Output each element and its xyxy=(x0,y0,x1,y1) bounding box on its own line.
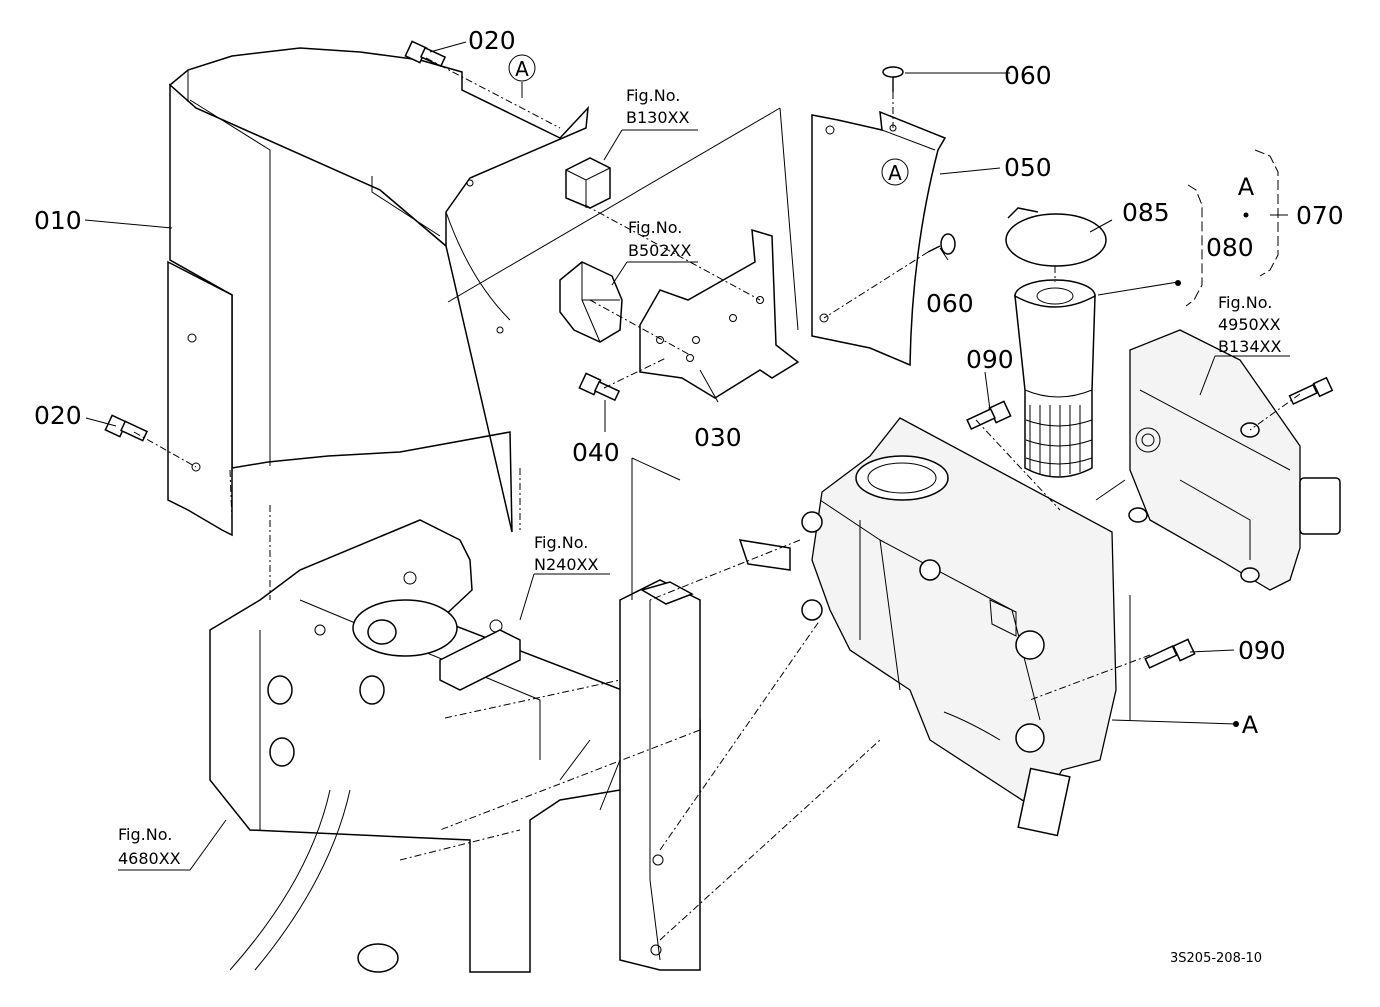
svg-text:A: A xyxy=(515,57,529,81)
drawing-code: 3S205-208-10 xyxy=(1170,951,1262,966)
panel-010-shape xyxy=(167,47,589,537)
label-part-020-left: 020 xyxy=(34,401,82,430)
label-part-050: 050 xyxy=(1004,153,1052,182)
screw-060-top xyxy=(882,66,904,92)
marker-a-circle-2: A xyxy=(881,158,909,186)
plate-n240-shape xyxy=(619,539,791,971)
svg-text:B502XX: B502XX xyxy=(628,241,691,260)
frame-4680-shape xyxy=(209,519,701,973)
svg-text:Fig.No.: Fig.No. xyxy=(626,86,680,105)
label-part-060-top: 060 xyxy=(1004,61,1052,90)
svg-text:4950XX: 4950XX xyxy=(1218,315,1281,334)
ref-n240: Fig.No. N240XX xyxy=(534,533,598,574)
ref-b130: Fig.No. B130XX xyxy=(626,86,689,127)
svg-text:Fig.No.: Fig.No. xyxy=(1218,293,1272,312)
svg-text:4680XX: 4680XX xyxy=(118,849,181,868)
label-part-090-bottom: 090 xyxy=(1238,636,1286,665)
bracket-030-shape xyxy=(639,228,800,399)
leader-lines xyxy=(84,41,1290,871)
bolt-4950 xyxy=(1288,376,1334,406)
label-part-030: 030 xyxy=(694,423,742,452)
bolt-020-left xyxy=(104,414,148,442)
svg-text:A: A xyxy=(888,161,902,185)
switch-b502-shape xyxy=(559,261,623,343)
label-part-020-top: 020 xyxy=(468,26,516,55)
label-part-040: 040 xyxy=(572,438,620,467)
screw-060-side xyxy=(927,233,956,255)
bolt-090-bottom xyxy=(1144,638,1196,669)
ref-b502: Fig.No. B502XX xyxy=(628,218,691,260)
bolt-020-top xyxy=(404,40,447,68)
ref-4680: Fig.No. 4680XX xyxy=(118,825,181,868)
strainer-080-shape xyxy=(1014,279,1096,478)
ring-085-shape xyxy=(1005,207,1107,267)
svg-text:B130XX: B130XX xyxy=(626,108,689,127)
label-part-070: 070 xyxy=(1296,201,1344,230)
bolt-040 xyxy=(578,372,621,402)
bolt-090-top xyxy=(966,400,1012,431)
svg-text:N240XX: N240XX xyxy=(534,555,598,574)
svg-text:B134XX: B134XX xyxy=(1218,337,1281,356)
marker-a-group: A xyxy=(1238,173,1255,201)
label-part-080: 080 xyxy=(1206,233,1254,262)
svg-text:Fig.No.: Fig.No. xyxy=(628,218,682,237)
marker-a-circle-1: A xyxy=(508,54,536,82)
projection-lines xyxy=(133,57,1301,941)
switch-b130-shape xyxy=(565,157,611,209)
label-part-010: 010 xyxy=(34,206,82,235)
pump-module-shape xyxy=(801,417,1117,837)
label-part-090-top: 090 xyxy=(966,345,1014,374)
label-part-085: 085 xyxy=(1122,198,1170,227)
marker-a-point: A xyxy=(1242,711,1259,739)
group-brackets xyxy=(1175,149,1279,727)
ref-4950-b134: Fig.No. 4950XX B134XX xyxy=(1218,293,1281,356)
controller-4950-shape xyxy=(1128,329,1341,591)
cover-050-shape xyxy=(811,110,947,367)
svg-text:Fig.No.: Fig.No. xyxy=(118,825,172,844)
svg-text:Fig.No.: Fig.No. xyxy=(534,533,588,552)
label-part-060-side: 060 xyxy=(926,289,974,318)
